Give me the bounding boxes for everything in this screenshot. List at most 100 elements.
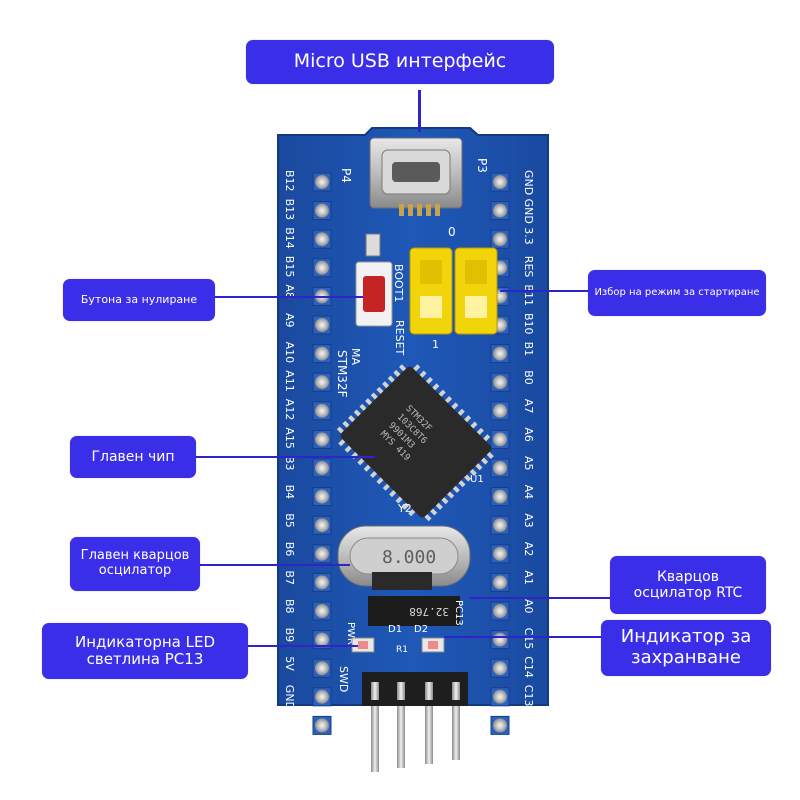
right-pin-label: A5 <box>522 456 535 471</box>
silk-boot0: 0 <box>448 225 456 239</box>
right-pin-label: A3 <box>522 513 535 528</box>
pin-pad <box>493 546 507 561</box>
pin-pad <box>315 461 329 475</box>
swd-header: SWD <box>337 666 468 706</box>
silk-u1: U1 <box>470 474 484 485</box>
right-pin-label: A1 <box>522 570 535 585</box>
rtc-crystal: 32.768 PC13 <box>368 596 464 626</box>
right-pin-label: C15 <box>522 628 535 650</box>
silk-swd: SWD <box>337 666 350 692</box>
boot-leader-line <box>500 290 588 292</box>
pin-pad <box>315 489 329 504</box>
silk-ma: MA <box>349 348 362 365</box>
pin-pad <box>493 689 507 704</box>
pin-pad <box>493 661 507 676</box>
left-pin-label: B7 <box>283 570 296 585</box>
left-pin-label: B12 <box>283 170 296 192</box>
reset-leader-line <box>215 296 363 298</box>
crystal-rtc-leader-line <box>470 597 610 599</box>
pin-pad <box>493 403 507 418</box>
pin-pad <box>315 203 329 218</box>
pin-pad <box>493 718 507 733</box>
left-pin-label: 5V <box>283 656 296 671</box>
left-pin-label: A12 <box>283 399 296 421</box>
right-pin-label: C14 <box>522 656 535 678</box>
pin-pad <box>315 518 329 533</box>
silk-d1: D1 <box>388 624 402 635</box>
right-pin-label: C13 <box>522 685 535 707</box>
mcu-chip: STM32F 103C8T6 9901M3 MYS 419 U1 Y2 <box>336 364 494 522</box>
pin-pad <box>315 175 329 189</box>
pin-pad <box>493 346 507 361</box>
pin-pad <box>315 632 329 647</box>
silk-pwr: PWR <box>345 622 356 645</box>
right-pin-label: A6 <box>522 427 535 442</box>
pin-pad <box>315 260 329 275</box>
usb-label: Micro USB интерфейс <box>246 40 554 84</box>
pin-pad <box>493 203 507 218</box>
right-pin-label: B10 <box>522 313 535 335</box>
right-pin-label: B1 <box>522 342 535 357</box>
led-pc13-leader-line <box>248 645 358 647</box>
pin-pad <box>493 375 507 390</box>
leds: PWR D1 D2 R1 <box>345 622 445 655</box>
silk-pc13: PC13 <box>453 600 464 626</box>
left-pin-label: B14 <box>283 227 296 249</box>
left-pin-label: B3 <box>283 456 296 471</box>
right-pin-label: B0 <box>522 370 535 385</box>
left-pin-label: B4 <box>283 485 296 500</box>
power-led-label: Индикатор за захранване <box>601 620 771 676</box>
pin-pad <box>493 232 507 247</box>
right-pin-label: A0 <box>522 599 535 614</box>
pin-pad <box>493 632 507 647</box>
right-pin-label: GND <box>522 170 535 195</box>
left-pin-label: B9 <box>283 628 296 643</box>
silk-r1: R1 <box>396 645 408 655</box>
pin-pad <box>493 575 507 590</box>
reset-button-component: RESET MA STM32F <box>335 233 406 398</box>
left-pin-label: A8 <box>283 284 296 299</box>
right-pin-label: GND <box>522 199 535 224</box>
left-pin-label: 3.3 <box>283 713 296 731</box>
crystal-main-marking: 8.000 <box>382 547 436 568</box>
usb-leader-line <box>418 90 421 132</box>
micro-usb-connector <box>369 137 463 216</box>
left-pin-label: A9 <box>283 313 296 328</box>
led-pc13-label: Индикаторна LED светлина PC13 <box>42 623 248 679</box>
left-pin-pads <box>312 172 332 735</box>
right-pin-label: A7 <box>522 399 535 414</box>
right-pin-label: RES <box>522 256 535 278</box>
pin-pad <box>493 461 507 475</box>
left-pin-label: A10 <box>283 342 296 364</box>
right-pin-label: 3.3 <box>522 227 535 245</box>
boot-jumpers: 0 BOOT1 1 <box>392 225 498 351</box>
pin-pad <box>315 346 329 361</box>
right-pin-label: A2 <box>522 542 535 557</box>
silk-boot1: BOOT1 <box>392 264 405 302</box>
right-pin-label: VBT <box>522 713 535 735</box>
left-pin-label: B8 <box>283 599 296 614</box>
left-pin-label: A15 <box>283 427 296 449</box>
pin-pad <box>315 604 329 618</box>
silk-p3: P3 <box>475 158 489 173</box>
left-pin-label: B15 <box>283 256 296 278</box>
left-pin-label: B6 <box>283 542 296 557</box>
silk-y2: Y2 <box>397 502 412 515</box>
right-pin-label: A4 <box>522 485 535 500</box>
left-pin-label: GND <box>283 685 296 710</box>
main-crystal: 8.000 <box>337 525 471 590</box>
pin-pad <box>315 232 329 247</box>
left-pin-label: B13 <box>283 199 296 221</box>
pin-pad <box>315 403 329 418</box>
swd-header-pins <box>371 700 460 772</box>
reset-button-label: Бутона за нулиране <box>63 279 215 321</box>
silk-boot-one: 1 <box>432 338 439 351</box>
mcu-leader-line <box>195 456 375 458</box>
silk-model: STM32F <box>335 350 349 398</box>
left-pin-labels: B12B13B14B15A8A9A10A11A12A15B3B4B5B6B7B8… <box>283 170 296 731</box>
pin-pad <box>315 375 329 390</box>
pin-pad <box>493 175 507 189</box>
crystal-main-leader-line <box>200 564 350 566</box>
silk-d2: D2 <box>414 624 428 635</box>
